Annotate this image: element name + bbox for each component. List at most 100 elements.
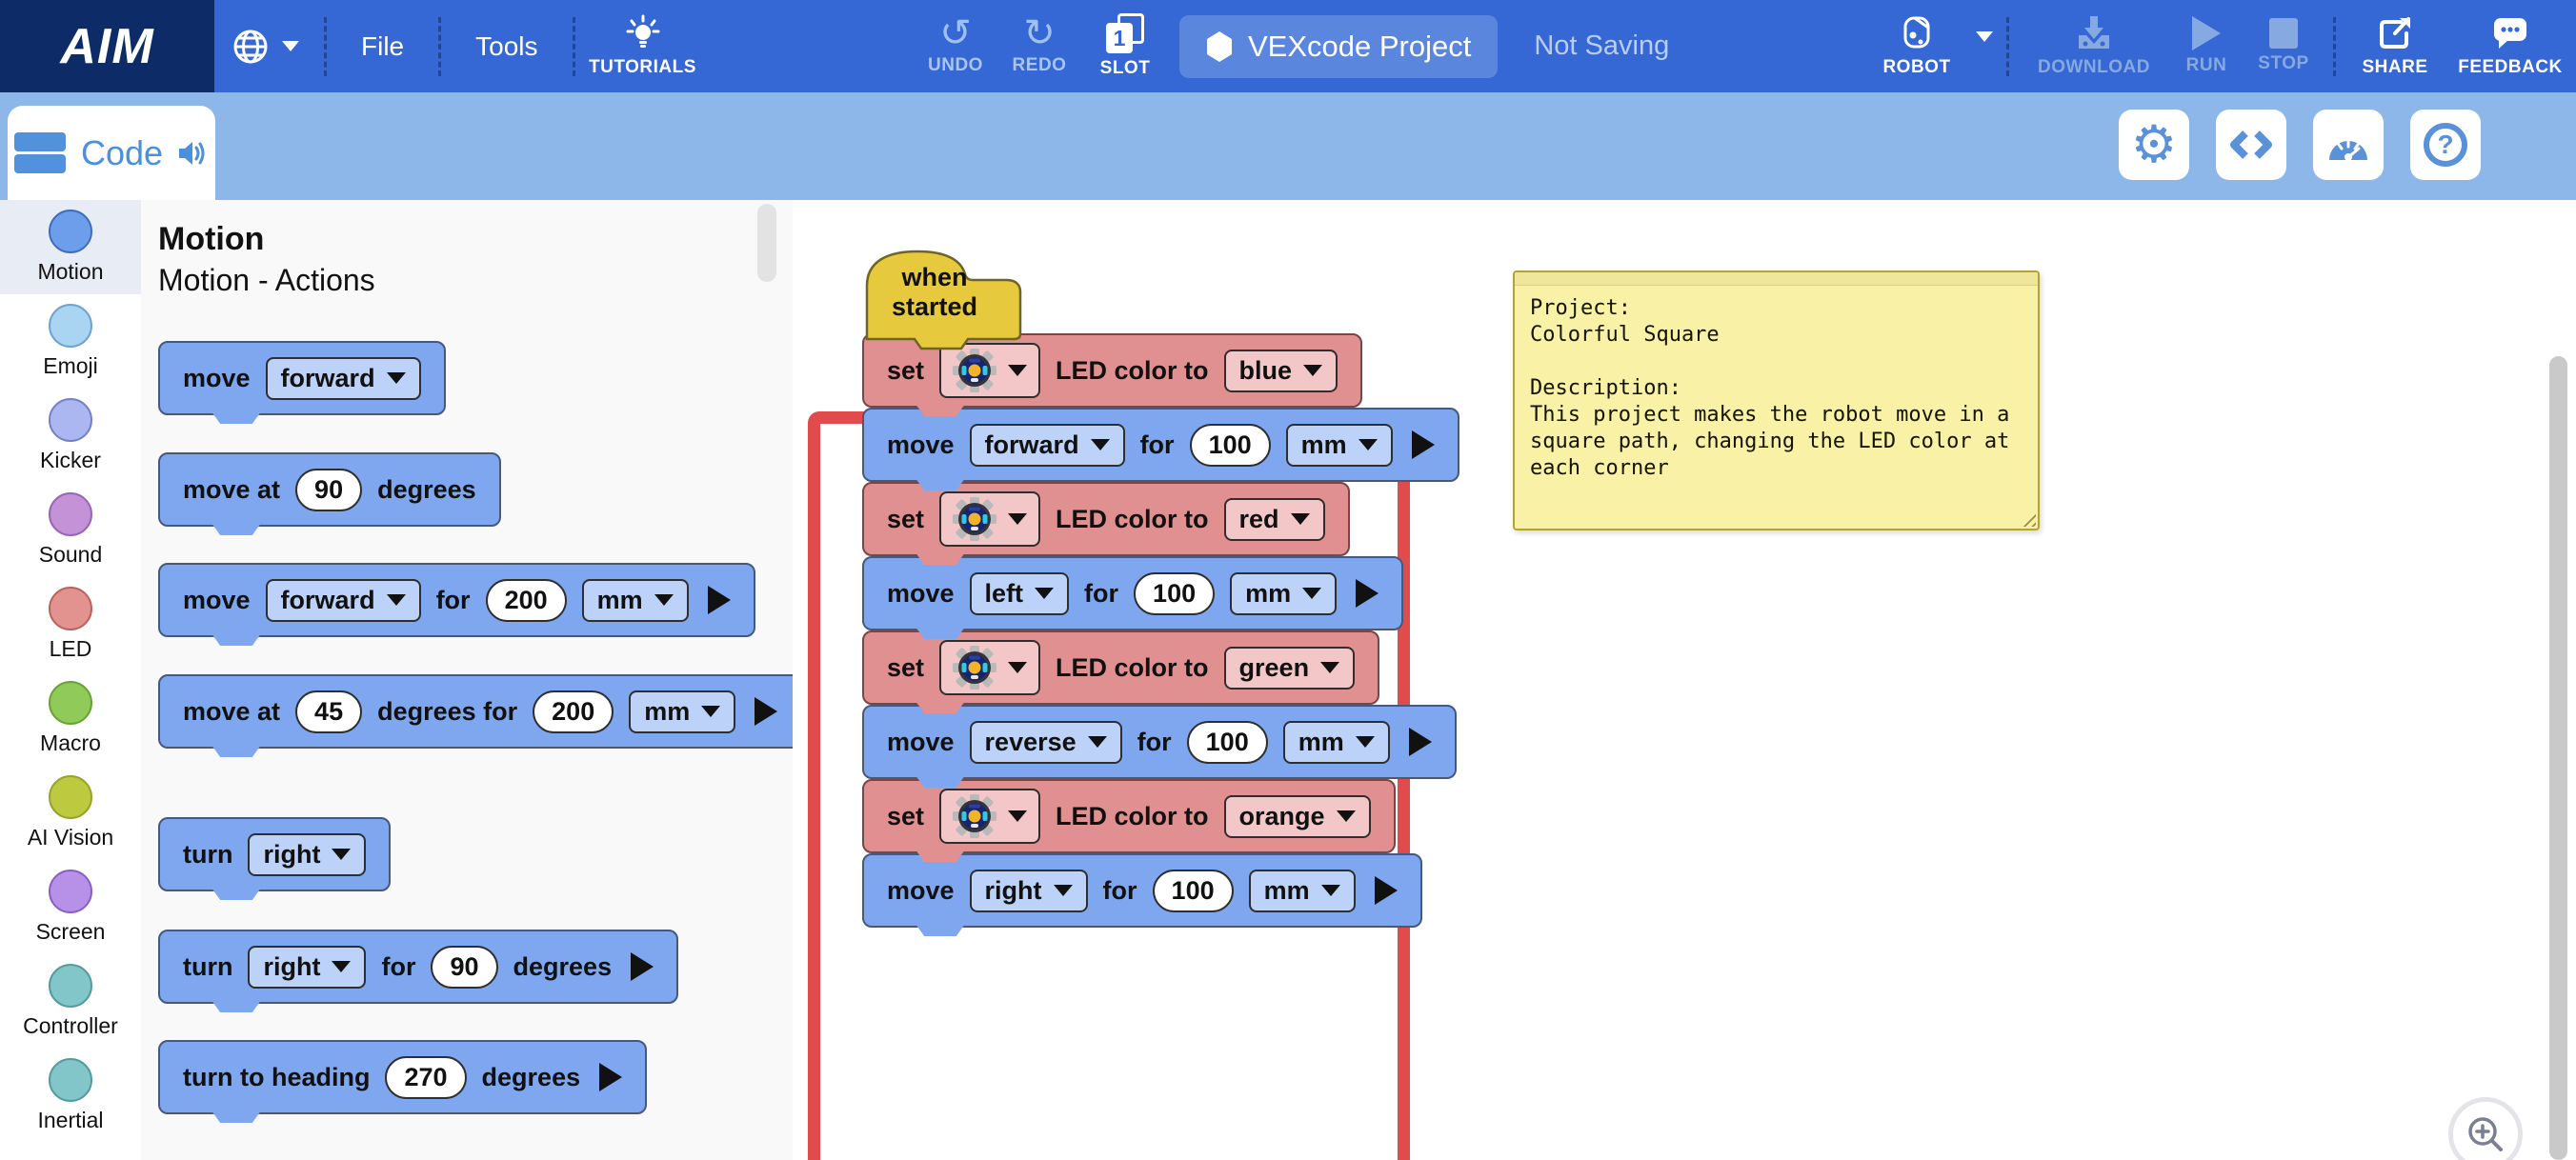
help-button[interactable]: ? xyxy=(2410,110,2481,180)
dropdown-forward[interactable]: forward xyxy=(265,356,421,400)
dropdown-left[interactable]: left xyxy=(969,571,1070,615)
expand-arrow-icon[interactable] xyxy=(1356,579,1379,608)
block-text: set xyxy=(887,801,925,830)
dropdown-mm[interactable]: mm xyxy=(1230,571,1338,615)
dropdown-mm[interactable]: mm xyxy=(1248,869,1356,912)
category-color-dot xyxy=(49,964,92,1008)
comment-note-header[interactable] xyxy=(1515,272,2038,286)
dropdown-orange[interactable]: orange xyxy=(1223,794,1371,838)
block-when-started[interactable]: when started xyxy=(862,246,1026,350)
download-button[interactable]: DOWNLOAD xyxy=(2023,0,2165,92)
undo-button[interactable]: ↺ UNDO xyxy=(924,0,987,92)
dropdown-right[interactable]: right xyxy=(248,832,367,876)
value-input[interactable]: 90 xyxy=(295,468,363,511)
sidebar-item-motion[interactable]: Motion xyxy=(0,200,141,294)
dropdown-blue[interactable]: blue xyxy=(1223,349,1338,392)
redo-button[interactable]: ↻ REDO xyxy=(1008,0,1071,92)
language-menu[interactable] xyxy=(217,0,318,92)
sidebar-item-screen[interactable]: Screen xyxy=(0,860,141,954)
project-name-button[interactable]: VEXcode Project xyxy=(1179,14,1499,78)
robot-device-dropdown[interactable] xyxy=(939,789,1041,844)
dashboard-button[interactable] xyxy=(2313,110,2384,180)
value-input[interactable]: 270 xyxy=(385,1055,467,1099)
palette-scrollbar[interactable] xyxy=(757,204,776,282)
dropdown-value: orange xyxy=(1238,801,1325,830)
value-input[interactable]: 90 xyxy=(431,945,498,989)
sidebar-item-sound[interactable]: Sound xyxy=(0,483,141,577)
expand-arrow-icon[interactable] xyxy=(599,1063,623,1091)
value-input[interactable]: 45 xyxy=(295,690,363,733)
dropdown-reverse[interactable]: reverse xyxy=(969,720,1122,764)
tutorials-button[interactable]: TUTORIALS xyxy=(581,0,705,92)
slot-button[interactable]: 1 SLOT xyxy=(1092,0,1158,92)
view-code-button[interactable] xyxy=(2216,110,2286,180)
dropdown-red[interactable]: red xyxy=(1223,497,1325,541)
dropdown-mm[interactable]: mm xyxy=(1285,423,1393,467)
sidebar-item-controller[interactable]: Controller xyxy=(0,954,141,1049)
dropdown-right[interactable]: right xyxy=(248,945,367,989)
dropdown-mm[interactable]: mm xyxy=(1282,720,1390,764)
sidebar-item-emoji[interactable]: Emoji xyxy=(0,294,141,389)
sidebar-item-inertial[interactable]: Inertial xyxy=(0,1049,141,1143)
speaker-icon[interactable] xyxy=(176,139,209,168)
comment-note[interactable]: Project: Colorful Square Description: Th… xyxy=(1513,270,2040,530)
robot-device-dropdown[interactable] xyxy=(939,343,1041,398)
value-input[interactable]: 100 xyxy=(1152,869,1234,912)
robot-menu[interactable]: ROBOT xyxy=(1871,0,1993,92)
robot-device-dropdown[interactable] xyxy=(939,640,1041,695)
sidebar-item-led[interactable]: LED xyxy=(0,577,141,671)
block-connector-tab xyxy=(212,747,260,757)
run-icon xyxy=(2192,16,2221,50)
value-input[interactable]: 200 xyxy=(533,690,614,733)
dropdown-forward[interactable]: forward xyxy=(265,578,421,622)
canvas-scrollbar[interactable] xyxy=(2549,356,2567,1160)
sidebar-item-ai-vision[interactable]: AI Vision xyxy=(0,766,141,860)
dropdown-forward[interactable]: forward xyxy=(969,423,1125,467)
expand-arrow-icon[interactable] xyxy=(631,952,654,981)
expand-arrow-icon[interactable] xyxy=(1374,876,1398,905)
comment-note-text[interactable]: Project: Colorful Square Description: Th… xyxy=(1530,296,2010,480)
value-input[interactable]: 100 xyxy=(1134,571,1216,615)
file-menu[interactable]: File xyxy=(361,30,405,61)
dropdown-right[interactable]: right xyxy=(969,869,1088,912)
run-button[interactable]: RUN xyxy=(2173,0,2240,92)
sidebar-item-macro[interactable]: Macro xyxy=(0,671,141,766)
tools-menu[interactable]: Tools xyxy=(475,30,538,61)
value-input[interactable]: 100 xyxy=(1189,423,1271,467)
value-input[interactable]: 100 xyxy=(1186,720,1268,764)
stop-button[interactable]: STOP xyxy=(2247,0,2320,92)
sidebar-item-kicker[interactable]: Kicker xyxy=(0,389,141,483)
expand-arrow-icon[interactable] xyxy=(707,586,731,614)
expand-arrow-icon[interactable] xyxy=(1408,728,1432,756)
share-button[interactable]: SHARE xyxy=(2349,0,2441,92)
dropdown-mm[interactable]: mm xyxy=(629,690,736,733)
expand-arrow-icon[interactable] xyxy=(755,697,778,726)
settings-button[interactable]: ⚙ xyxy=(2119,110,2189,180)
robot-device-dropdown[interactable] xyxy=(939,491,1041,547)
zoom-in-button[interactable] xyxy=(2448,1097,2523,1160)
feedback-button[interactable]: FEEDBACK xyxy=(2448,0,2572,92)
block-connector-tab xyxy=(916,926,964,936)
tab-code[interactable]: Code xyxy=(8,106,215,200)
value-input[interactable]: 200 xyxy=(485,578,567,622)
dropdown-green[interactable]: green xyxy=(1223,646,1356,690)
resize-handle[interactable] xyxy=(2019,510,2036,527)
block-connector-tab xyxy=(916,480,964,490)
expand-arrow-icon[interactable] xyxy=(1411,430,1435,459)
dropdown-mm[interactable]: mm xyxy=(581,578,689,622)
block-text: move xyxy=(887,875,955,905)
